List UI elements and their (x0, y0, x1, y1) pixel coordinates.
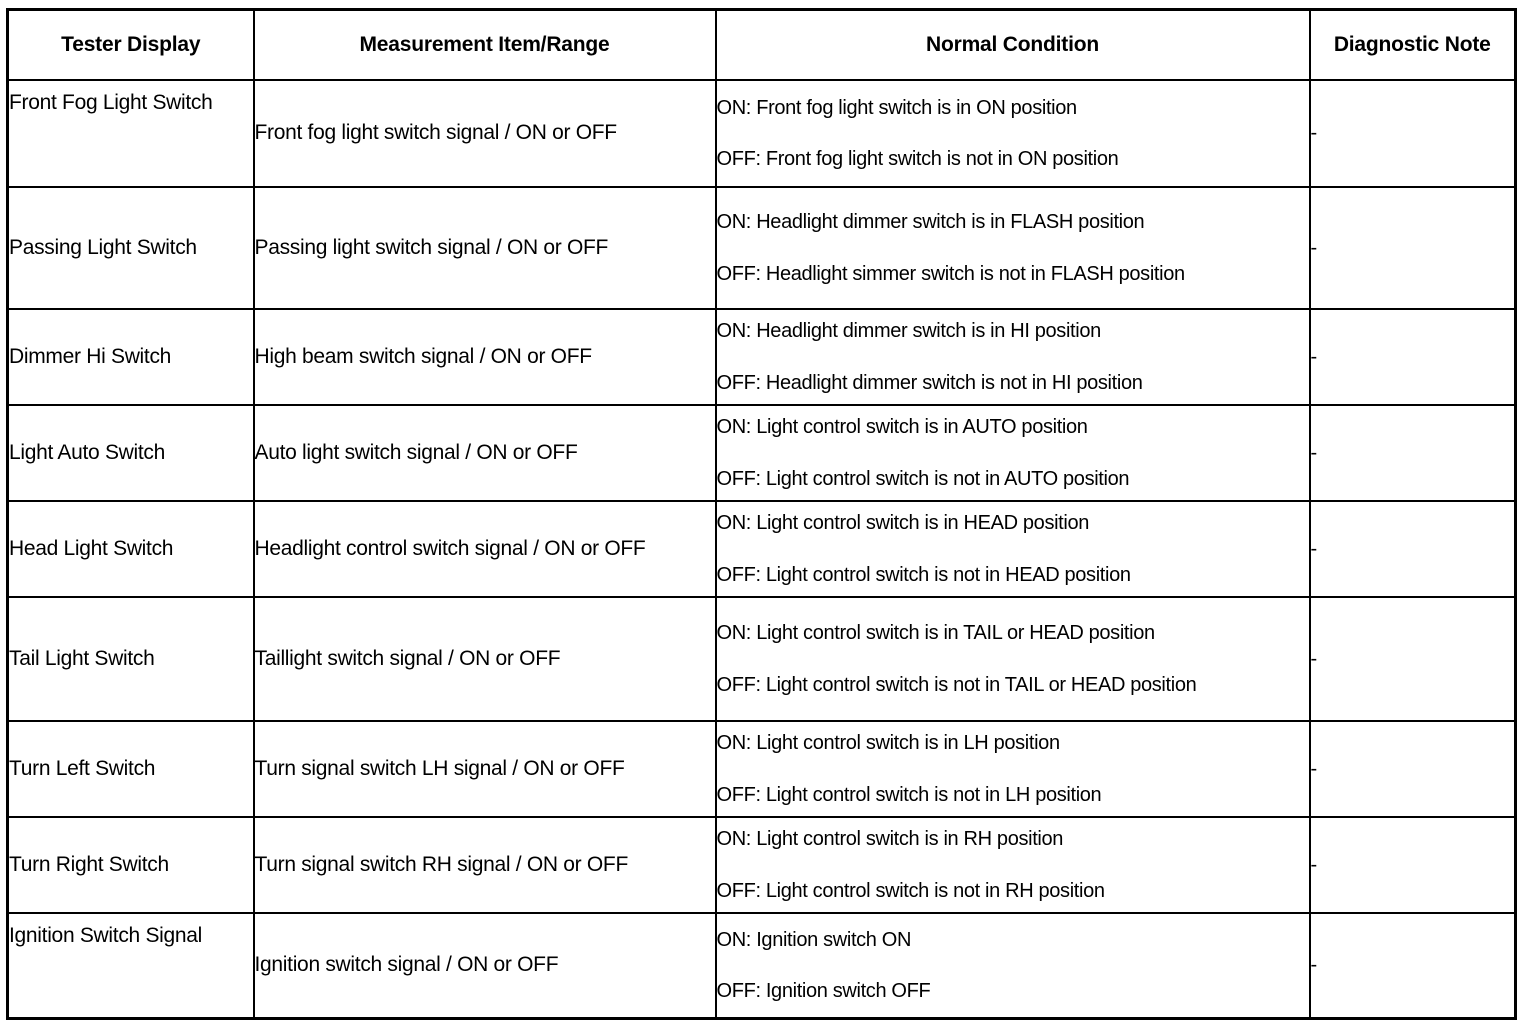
table-row: Front Fog Light Switch Front fog light s… (6, 79, 1517, 188)
cell-normal-condition: ON: Light control switch is in HEAD posi… (714, 500, 1311, 598)
condition-on-text: ON: Light control switch is in LH positi… (716, 732, 1061, 755)
cell-measurement-item: Turn signal switch LH signal / ON or OFF (252, 720, 717, 818)
cell-diagnostic-note: - (1308, 308, 1517, 406)
cell-diagnostic-note: - (1308, 816, 1517, 914)
table-row: Light Auto Switch Auto light switch sign… (6, 404, 1517, 502)
cell-diagnostic-note: - (1308, 500, 1517, 598)
condition-off-text: OFF: Headlight dimmer switch is not in H… (716, 371, 1143, 394)
cell-normal-condition: ON: Ignition switch ON OFF: Ignition swi… (714, 912, 1311, 1020)
table-row: Dimmer Hi Switch High beam switch signal… (6, 308, 1517, 406)
condition-off-text: OFF: Headlight simmer switch is not in F… (716, 262, 1186, 285)
cell-measurement-item: High beam switch signal / ON or OFF (252, 308, 717, 406)
cell-measurement-item: Auto light switch signal / ON or OFF (252, 404, 717, 502)
column-header-tester-display: Tester Display (6, 8, 255, 81)
cell-measurement-item: Front fog light switch signal / ON or OF… (252, 79, 717, 188)
condition-off-text: OFF: Light control switch is not in LH p… (716, 783, 1102, 806)
condition-off-text: OFF: Light control switch is not in TAIL… (716, 673, 1197, 696)
condition-on-text: ON: Headlight dimmer switch is in HI pos… (716, 320, 1102, 343)
condition-off-text: OFF: Front fog light switch is not in ON… (716, 148, 1119, 170)
condition-off-text: OFF: Light control switch is not in AUTO… (716, 467, 1130, 490)
cell-diagnostic-note: - (1308, 186, 1517, 310)
condition-on-text: ON: Light control switch is in HEAD posi… (716, 512, 1090, 535)
cell-diagnostic-note: - (1308, 912, 1517, 1020)
condition-on-text: ON: Front fog light switch is in ON posi… (716, 96, 1078, 119)
cell-tester-display: Dimmer Hi Switch (6, 308, 255, 406)
table-row: Turn Left Switch Turn signal switch LH s… (6, 720, 1517, 818)
cell-measurement-item: Taillight switch signal / ON or OFF (252, 596, 717, 722)
condition-off-text: OFF: Ignition switch OFF (716, 980, 931, 1002)
cell-tester-display: Head Light Switch (6, 500, 255, 598)
table-row: Head Light Switch Headlight control swit… (6, 500, 1517, 598)
tester-display-table: Tester Display Measurement Item/Range No… (6, 8, 1517, 1020)
condition-on-text: ON: Light control switch is in TAIL or H… (716, 622, 1156, 645)
cell-normal-condition: ON: Light control switch is in TAIL or H… (714, 596, 1311, 722)
cell-tester-display: Front Fog Light Switch (6, 79, 255, 188)
column-header-normal-condition: Normal Condition (714, 8, 1311, 81)
cell-tester-display: Turn Left Switch (6, 720, 255, 818)
cell-measurement-item: Ignition switch signal / ON or OFF (252, 912, 717, 1020)
column-header-measurement-item: Measurement Item/Range (252, 8, 717, 81)
table-row: Turn Right Switch Turn signal switch RH … (6, 816, 1517, 914)
cell-normal-condition: ON: Light control switch is in LH positi… (714, 720, 1311, 818)
cell-diagnostic-note: - (1308, 79, 1517, 188)
cell-diagnostic-note: - (1308, 720, 1517, 818)
cell-normal-condition: ON: Light control switch is in RH positi… (714, 816, 1311, 914)
condition-on-text: ON: Ignition switch ON (716, 928, 912, 951)
cell-normal-condition: ON: Front fog light switch is in ON posi… (714, 79, 1311, 188)
cell-normal-condition: ON: Headlight dimmer switch is in HI pos… (714, 308, 1311, 406)
cell-tester-display: Ignition Switch Signal (6, 912, 255, 1020)
condition-on-text: ON: Light control switch is in AUTO posi… (716, 416, 1088, 439)
cell-measurement-item: Headlight control switch signal / ON or … (252, 500, 717, 598)
cell-tester-display: Passing Light Switch (6, 186, 255, 310)
column-header-diagnostic-note: Diagnostic Note (1308, 8, 1517, 81)
table-row: Ignition Switch Signal Ignition switch s… (6, 912, 1517, 1020)
cell-tester-display: Turn Right Switch (6, 816, 255, 914)
table-row: Tail Light Switch Taillight switch signa… (6, 596, 1517, 722)
cell-tester-display: Tail Light Switch (6, 596, 255, 722)
cell-measurement-item: Passing light switch signal / ON or OFF (252, 186, 717, 310)
table-header: Tester Display Measurement Item/Range No… (6, 8, 1517, 81)
cell-normal-condition: ON: Headlight dimmer switch is in FLASH … (714, 186, 1311, 310)
condition-off-text: OFF: Light control switch is not in RH p… (716, 879, 1106, 902)
cell-tester-display: Light Auto Switch (6, 404, 255, 502)
cell-diagnostic-note: - (1308, 404, 1517, 502)
condition-on-text: ON: Light control switch is in RH positi… (716, 828, 1064, 851)
cell-measurement-item: Turn signal switch RH signal / ON or OFF (252, 816, 717, 914)
cell-diagnostic-note: - (1308, 596, 1517, 722)
table-body: Front Fog Light Switch Front fog light s… (6, 79, 1517, 1020)
condition-off-text: OFF: Light control switch is not in HEAD… (716, 563, 1131, 586)
condition-on-text: ON: Headlight dimmer switch is in FLASH … (716, 211, 1145, 234)
cell-normal-condition: ON: Light control switch is in AUTO posi… (714, 404, 1311, 502)
table-row: Passing Light Switch Passing light switc… (6, 186, 1517, 310)
header-row: Tester Display Measurement Item/Range No… (6, 8, 1517, 81)
